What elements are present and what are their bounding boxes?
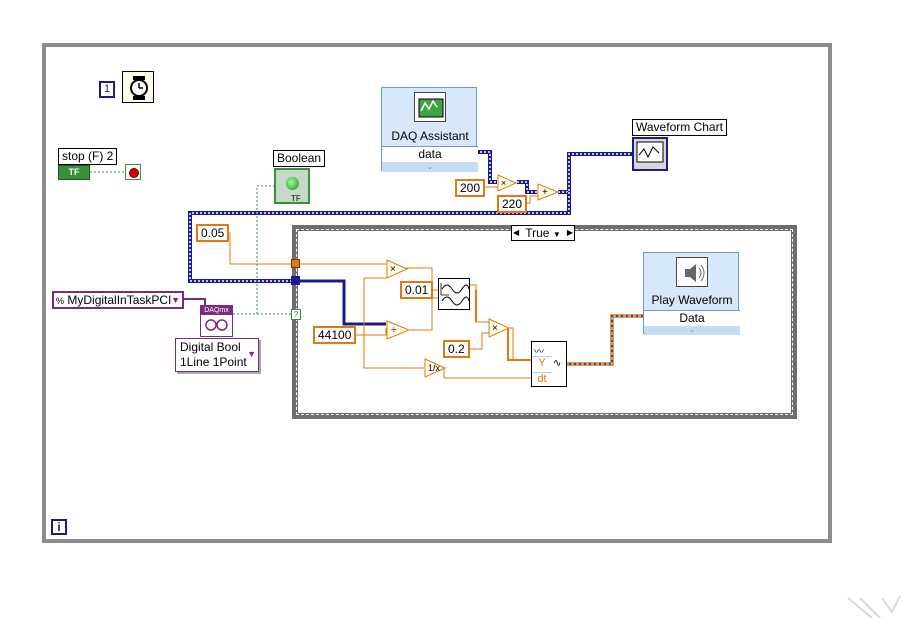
iteration-label: i [57, 520, 61, 534]
play-waveform[interactable]: Play Waveform Data ⌄ [643, 252, 740, 335]
iteration-terminal[interactable]: i [51, 519, 67, 535]
svg-text:÷: ÷ [391, 325, 397, 336]
orange-tunnel[interactable] [291, 259, 300, 268]
sine-pattern-vi[interactable] [438, 278, 470, 310]
mode-line-1: Digital Bool [180, 340, 241, 354]
dropdown-arrow-icon[interactable]: ▼ [171, 295, 180, 305]
divide-function[interactable]: ÷ [386, 320, 410, 340]
dynamic-data-wire [188, 150, 634, 326]
add-function[interactable]: + [537, 183, 559, 201]
case-selector[interactable]: ◀ True ▼ ▶ [511, 225, 575, 241]
constant-200[interactable]: 200 [455, 179, 486, 197]
stop-sign-icon [129, 168, 139, 178]
task-name-control[interactable]: % MyDigitalInTaskPCI ▼ [52, 291, 184, 309]
reciprocal-function[interactable]: 1/x [424, 358, 446, 378]
daq-data-output[interactable]: data [382, 146, 478, 162]
multiply-function-inner[interactable]: × [386, 259, 408, 279]
stop-control-label: stop (F) 2 [58, 148, 118, 165]
play-waveform-data-input[interactable]: Data [644, 310, 740, 326]
svg-text:+: + [542, 187, 548, 198]
dynamic-tunnel[interactable] [291, 276, 300, 285]
daqmx-read-vi[interactable]: DAQmx [200, 305, 233, 337]
case-prev-arrow-icon[interactable]: ◀ [513, 228, 520, 237]
boolean-type-tag: TF [291, 194, 301, 203]
constant-0-05[interactable]: 0.05 [196, 224, 230, 242]
waveform-chart-terminal[interactable] [632, 137, 668, 171]
build-waveform[interactable]: 〰 Y dt ∿ [531, 341, 567, 387]
task-value: MyDigitalInTaskPCI [67, 293, 172, 307]
task-prefix: % [56, 296, 65, 306]
waveform-header-icon: 〰 [534, 347, 544, 358]
wait-constant-value: 1 [103, 83, 111, 95]
svg-text:×: × [390, 264, 396, 275]
while-loop-frame[interactable] [42, 43, 832, 543]
case-selector-terminal[interactable]: ? [291, 309, 301, 320]
mode-dropdown-icon[interactable]: ▼ [247, 349, 256, 359]
svg-text:1/x: 1/x [428, 363, 441, 373]
constant-0-2[interactable]: 0.2 [443, 340, 470, 358]
play-expand-chevron-icon[interactable]: ⌄ [644, 326, 740, 335]
constant-0-01[interactable]: 0.01 [400, 281, 434, 299]
expand-chevron-icon[interactable]: ⌄ [382, 162, 478, 172]
daq-device-icon [414, 92, 446, 122]
speaker-icon [676, 257, 708, 287]
boolean-wire [256, 185, 276, 314]
led-icon [286, 177, 299, 190]
loop-condition-terminal[interactable] [125, 164, 141, 180]
daqmx-glyph: DAQmx [201, 306, 232, 315]
multiply-function-amp[interactable]: × [488, 318, 510, 338]
daq-assistant[interactable]: DAQ Assistant data ⌄ [381, 87, 478, 172]
wait-ms-function[interactable] [122, 71, 154, 103]
build-waveform-dt[interactable]: dt [532, 372, 552, 386]
stop-type-tag: TF [68, 167, 80, 177]
constant-44100[interactable]: 44100 [313, 326, 357, 344]
multiply-function[interactable]: × [497, 174, 517, 192]
waveform-output-icon: ∿ [553, 358, 562, 369]
mode-line-2: 1Line 1Point [180, 355, 247, 369]
boolean-indicator[interactable]: TF [274, 168, 310, 204]
stop-control[interactable]: TF [58, 165, 90, 180]
sine-wave-icon [440, 283, 469, 306]
build-waveform-y[interactable]: Y [532, 356, 552, 370]
daq-assistant-label: DAQ Assistant [391, 129, 469, 143]
play-waveform-label: Play Waveform [651, 293, 733, 307]
svg-text:×: × [492, 323, 498, 334]
constant-220[interactable]: 220 [497, 195, 528, 213]
waveform-chart-label: Waveform Chart [632, 119, 727, 136]
numeric-wire-y [507, 328, 533, 361]
task-wire [184, 298, 206, 307]
stopwatch-icon [130, 76, 148, 100]
boolean-label: Boolean [273, 150, 326, 167]
waveform-wire-inner [566, 315, 645, 365]
case-dropdown-icon[interactable]: ▼ [552, 230, 561, 239]
case-selector-value: True [525, 226, 550, 240]
glasses-icon [205, 319, 228, 331]
chart-icon [636, 141, 664, 163]
case-next-arrow-icon[interactable]: ▶ [566, 228, 573, 237]
svg-text:×: × [501, 178, 506, 188]
daqmx-mode-selector[interactable]: Digital Bool 1Line 1Point ▼ [175, 338, 259, 372]
wait-constant[interactable]: 1 [99, 81, 115, 98]
